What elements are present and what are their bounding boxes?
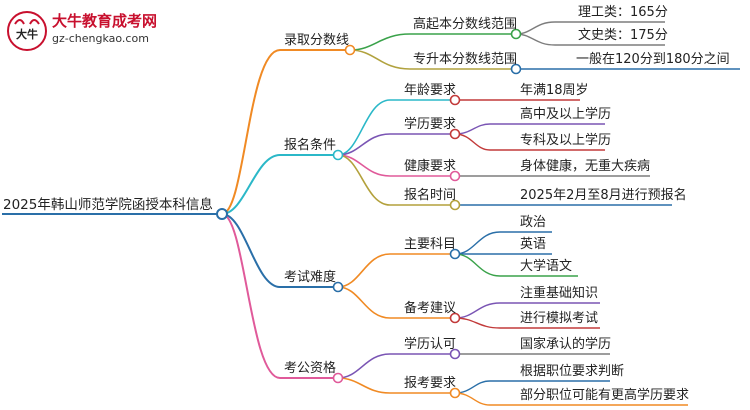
leaf-arts-score: 文史类：175分 xyxy=(578,28,668,43)
edge-b2-health xyxy=(337,154,455,177)
node-dot-subjects xyxy=(449,248,461,260)
node-dot-advice xyxy=(449,312,461,324)
leaf-age-18: 年满18周岁 xyxy=(520,83,589,98)
leaf-college-above: 专科及以上学历 xyxy=(520,133,612,148)
root-node-label: 2025年韩山师范学院函授本科信息 xyxy=(3,197,213,213)
leaf-science-score: 理工类：165分 xyxy=(578,5,668,20)
node-dot-b1 xyxy=(344,44,356,56)
leaf-higher-degree: 部分职位可能有更高学历要求 xyxy=(520,388,690,403)
node-label-upgrade-score-range: 专升本分数线范围 xyxy=(413,52,518,67)
site-logo: 大牛 大牛教育成考网 gz-chengkao.com xyxy=(6,10,186,52)
edge-leaf-politics xyxy=(454,231,552,255)
leaf-upgrade-range: 一般在120分到180分之间 xyxy=(576,52,730,67)
logo-mark-text: 大牛 xyxy=(16,27,38,41)
node-label-degree-recognition: 学历认可 xyxy=(404,337,457,352)
node-dot-time xyxy=(449,199,461,211)
edge-b3-advice xyxy=(337,286,455,319)
edge-leaf-basics xyxy=(454,302,600,319)
node-label-main-subjects: 主要科目 xyxy=(404,237,457,252)
node-dot-health xyxy=(449,170,461,182)
leaf-politics: 政治 xyxy=(520,215,547,230)
edge-root-b3 xyxy=(221,213,338,288)
node-dot-age xyxy=(449,94,461,106)
node-dot-b2 xyxy=(332,149,344,161)
node-label-application-requirements: 报考要求 xyxy=(404,376,457,391)
edge-b4-recog xyxy=(337,353,455,379)
edge-leaf-chinese xyxy=(454,253,578,277)
node-label-registration-time: 报名时间 xyxy=(404,188,457,203)
edge-b1-upgrade xyxy=(349,49,516,70)
edge-b3-subjects xyxy=(337,253,455,288)
node-dot-edu xyxy=(449,128,461,140)
node-dot-req xyxy=(449,387,461,399)
node-label-age: 年龄要求 xyxy=(404,83,457,98)
edge-root-b2 xyxy=(221,154,338,215)
leaf-mock-exams: 进行模拟考试 xyxy=(520,311,599,326)
node-label-health: 健康要求 xyxy=(404,159,457,174)
leaf-college-chinese: 大学语文 xyxy=(520,259,573,274)
edge-b4-req xyxy=(337,377,455,394)
branch-label-admission-score: 录取分数线 xyxy=(284,33,350,48)
leaf-english: 英语 xyxy=(520,237,547,252)
node-dot-recog xyxy=(449,348,461,360)
branch-label-exam-difficulty: 考试难度 xyxy=(284,270,337,285)
edge-root-b1 xyxy=(221,49,350,215)
edge-b2-edu xyxy=(337,133,455,156)
edge-leaf-mock xyxy=(454,317,600,329)
branch-label-requirements: 报名条件 xyxy=(284,138,337,153)
root-node-dot xyxy=(216,208,228,220)
leaf-highschool-above: 高中及以上学历 xyxy=(520,107,612,122)
edge-root-b4 xyxy=(221,213,338,379)
node-dot-b4 xyxy=(332,372,344,384)
node-dot-high xyxy=(510,28,522,40)
node-label-high-score-range: 高起本分数线范围 xyxy=(413,17,518,32)
edge-b2-age xyxy=(337,99,455,156)
leaf-state-recognized: 国家承认的学历 xyxy=(520,337,612,352)
logo-url: gz-chengkao.com xyxy=(52,32,149,45)
node-label-education: 学历要求 xyxy=(404,117,457,132)
edge-b1-high xyxy=(349,33,516,51)
leaf-healthy: 身体健康，无重大疾病 xyxy=(520,159,651,174)
branch-label-civil-service: 考公资格 xyxy=(284,361,337,376)
leaf-basics: 注重基础知识 xyxy=(520,286,599,301)
bull-logo-icon: 大牛 xyxy=(7,11,47,51)
leaf-preregistration: 2025年2月至8月进行预报名 xyxy=(520,188,687,203)
node-dot-b3 xyxy=(332,281,344,293)
edge-b2-time xyxy=(337,154,455,206)
logo-title: 大牛教育成考网 xyxy=(52,12,158,30)
node-dot-upgrade xyxy=(510,63,522,75)
leaf-per-position: 根据职位要求判断 xyxy=(520,364,625,379)
node-label-study-advice: 备考建议 xyxy=(404,301,457,316)
